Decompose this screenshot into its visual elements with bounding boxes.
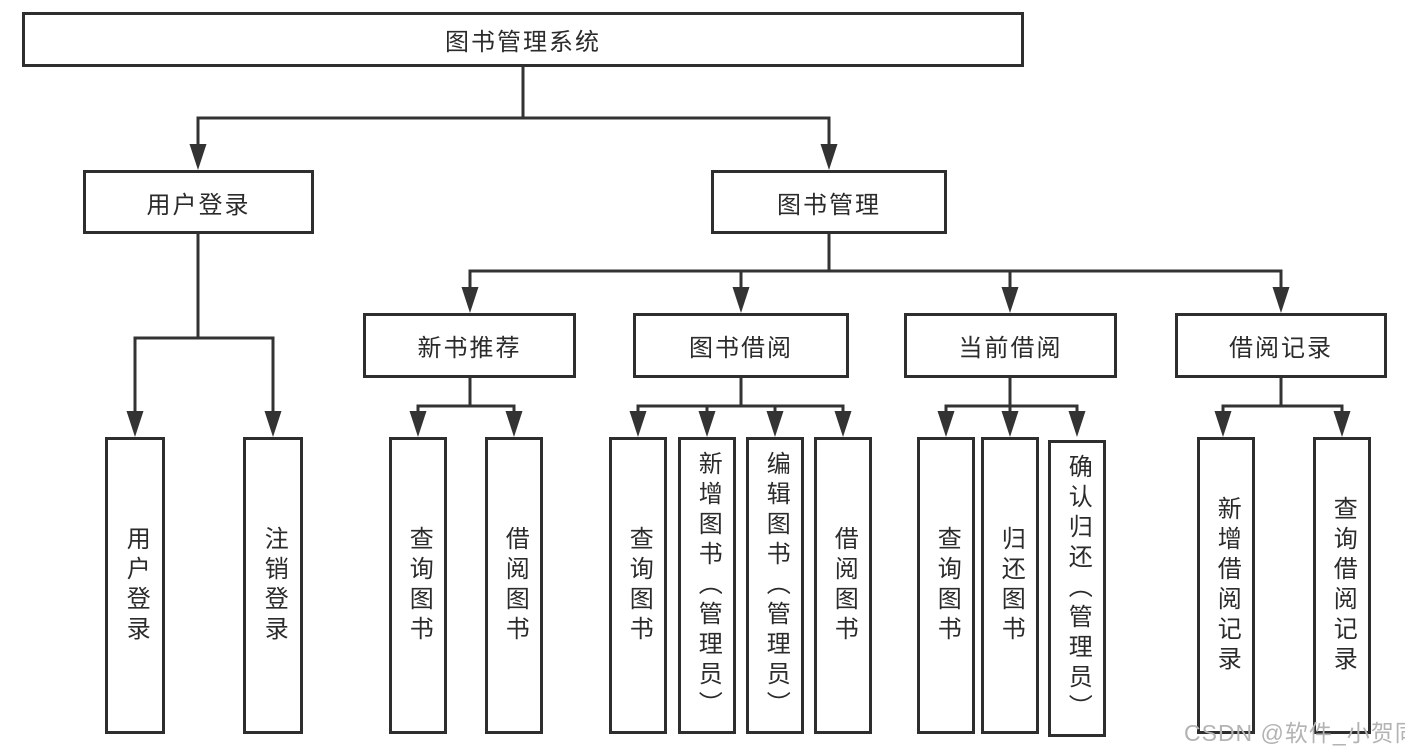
leaf-confirm-return-admin: 确认归还（管理员） <box>1048 440 1106 737</box>
node-book-borrowing: 图书借阅 <box>633 313 849 378</box>
leaf-query-books-2: 查询图书 <box>609 437 667 734</box>
leaf-add-borrow-record: 新增借阅记录 <box>1197 437 1255 734</box>
leaf-logout: 注销登录 <box>243 437 303 734</box>
leaf-edit-book-admin: 编辑图书（管理员） <box>746 437 804 734</box>
leaf-borrow-books-1: 借阅图书 <box>485 437 543 734</box>
leaf-query-books-3: 查询图书 <box>917 437 975 734</box>
node-current-borrowing: 当前借阅 <box>904 313 1117 378</box>
node-book-management: 图书管理 <box>711 170 947 234</box>
leaf-add-book-admin: 新增图书（管理员） <box>678 437 736 734</box>
leaf-borrow-books-2: 借阅图书 <box>814 437 872 734</box>
node-new-book-recommend: 新书推荐 <box>363 313 576 378</box>
node-borrowing-records: 借阅记录 <box>1175 313 1387 378</box>
leaf-query-borrow-record: 查询借阅记录 <box>1313 437 1371 734</box>
leaf-return-book: 归还图书 <box>981 437 1039 734</box>
node-library-system: 图书管理系统 <box>22 12 1024 67</box>
node-user-login-branch: 用户登录 <box>83 170 314 234</box>
leaf-query-books-1: 查询图书 <box>389 437 447 734</box>
arrowhead-icons <box>126 144 1351 437</box>
watermark-text: CSDN @软件_小贺同学 <box>1184 720 1405 746</box>
leaf-user-login: 用户登录 <box>105 437 165 734</box>
